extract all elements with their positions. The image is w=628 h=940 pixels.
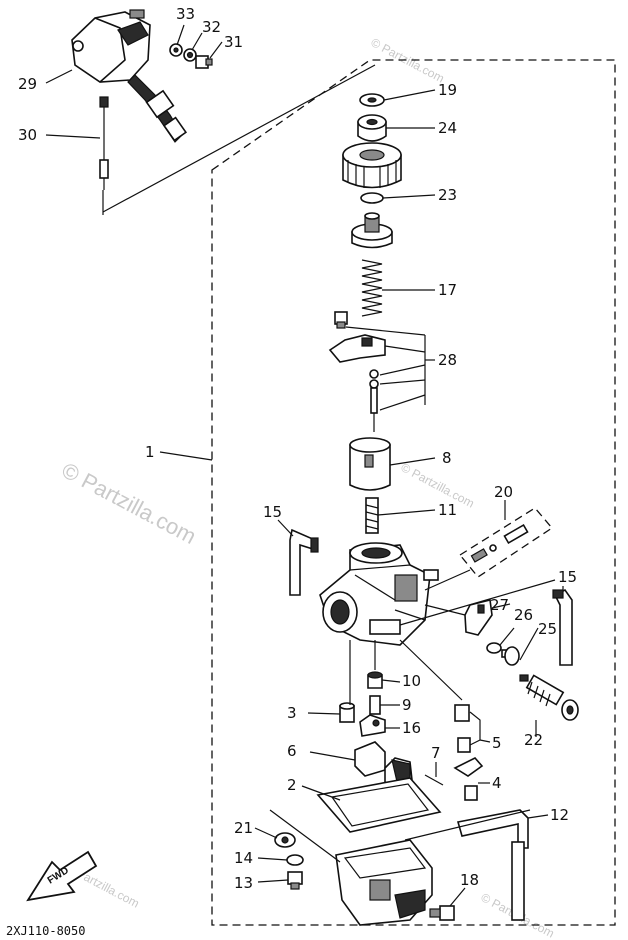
- washer-32: [183, 48, 197, 62]
- pilot-jet-16: [359, 714, 386, 737]
- callout-4: 4: [492, 774, 502, 792]
- callout-17: 17: [438, 281, 457, 299]
- throttle-valve-8: [349, 437, 391, 491]
- watermark-main: © Partzilla.com: [58, 457, 201, 549]
- callout-11: 11: [438, 501, 457, 519]
- callout-15-right: 15: [558, 568, 577, 586]
- starter-plunger-22: [519, 674, 579, 721]
- callout-20: 20: [494, 483, 513, 501]
- callout-2: 2: [287, 776, 297, 794]
- leader-lines: [45, 24, 564, 907]
- o-ring-23: [360, 192, 384, 204]
- callout-29: 29: [18, 75, 37, 93]
- screw-31: [195, 55, 213, 69]
- callout-19: 19: [438, 81, 457, 99]
- cable-reference-line: [102, 64, 376, 215]
- callout-21: 21: [234, 819, 253, 837]
- throttle-cable: [99, 96, 109, 190]
- callout-28: 28: [438, 351, 457, 369]
- carburetor-body: [319, 542, 439, 646]
- screw-13: [287, 871, 303, 890]
- screw-4: [464, 785, 478, 801]
- top-ring-nut: [342, 142, 402, 189]
- spring-17: [361, 259, 383, 317]
- screw-25: [501, 646, 520, 666]
- jet-holder-9: [369, 695, 381, 715]
- hose-15-left: [289, 528, 319, 596]
- callout-12: 12: [550, 806, 569, 824]
- callout-14: 14: [234, 849, 253, 867]
- mixing-chamber-cap: [351, 212, 393, 249]
- washer-19: [359, 93, 385, 107]
- throttle-housing: [71, 9, 188, 143]
- needle-jet-11: [365, 497, 379, 534]
- callout-23: 23: [438, 186, 457, 204]
- carburetor-assembly-boundary: [211, 59, 616, 926]
- pilot-screw-set-20: [459, 507, 553, 578]
- callout-24: 24: [438, 119, 457, 137]
- plate-21: [274, 832, 296, 848]
- callout-8: 8: [442, 449, 452, 467]
- callout-10: 10: [402, 672, 421, 690]
- callout-31: 31: [224, 33, 243, 51]
- callout-32: 32: [202, 18, 221, 36]
- fwd-arrow-icon: FWD: [26, 850, 98, 902]
- hose-12: [456, 809, 529, 921]
- washer-14: [286, 854, 304, 866]
- callout-33: 33: [176, 5, 195, 23]
- cap-24: [357, 114, 387, 142]
- callout-25: 25: [538, 620, 557, 638]
- gasket-2: [316, 777, 442, 833]
- callout-7: 7: [431, 744, 441, 762]
- needle-set-28: [328, 311, 426, 432]
- callout-9: 9: [402, 696, 412, 714]
- float-pin-7: [424, 774, 444, 786]
- float-valve-5: [453, 704, 484, 777]
- callout-18: 18: [460, 871, 479, 889]
- callout-26: 26: [514, 606, 533, 624]
- callout-15-left: 15: [263, 503, 282, 521]
- callout-22: 22: [524, 731, 543, 749]
- main-jet-10: [367, 671, 383, 689]
- washer-33: [169, 43, 183, 57]
- callout-labels: 1 2 3 4 5 6 7 8 9 10 11 12 13 14 15 15 1…: [18, 5, 577, 892]
- screw-18: [429, 905, 455, 921]
- float-bowl: [335, 839, 433, 926]
- callout-3: 3: [287, 704, 297, 722]
- hose-15-right: [552, 588, 573, 666]
- diagram-code: 2XJ110-8050: [6, 924, 85, 938]
- callout-5: 5: [492, 734, 502, 752]
- callout-30: 30: [18, 126, 37, 144]
- jet-3: [339, 702, 355, 723]
- callout-27: 27: [490, 596, 509, 614]
- callout-6: 6: [287, 742, 297, 760]
- callout-16: 16: [402, 719, 421, 737]
- callout-1: 1: [145, 443, 155, 461]
- callout-13: 13: [234, 874, 253, 892]
- washer-26: [486, 642, 502, 654]
